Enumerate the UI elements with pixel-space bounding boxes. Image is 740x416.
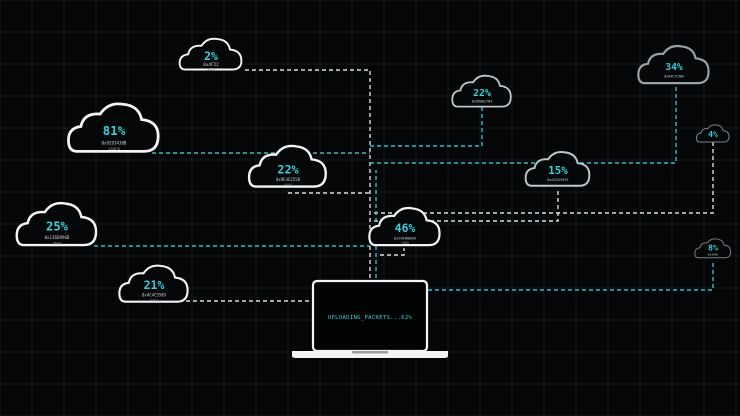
cloud-address: 0x4C4C5589 bbox=[142, 293, 167, 298]
cloud-node-34[interactable]: 34% 0xA4C7C90A bbox=[637, 44, 710, 85]
cloud-percent: 15% bbox=[548, 164, 568, 177]
laptop-base bbox=[292, 351, 448, 358]
cloud-node-4[interactable]: 4% bbox=[695, 124, 730, 143]
cloud-address: 0xA4C7C90A bbox=[664, 75, 684, 79]
cloud-sub: 2A0FB bbox=[108, 146, 120, 151]
cloud-percent: 2% bbox=[204, 49, 218, 63]
cloud-address: 0x3A4E bbox=[708, 253, 718, 257]
wire-34 bbox=[370, 84, 677, 164]
cloud-node-8[interactable]: 8% 0x3A4E bbox=[694, 238, 732, 259]
cloud-percent: 22% bbox=[277, 163, 299, 177]
cloud-address: 0x9293430B bbox=[102, 140, 127, 145]
cloud-percent: 81% bbox=[103, 123, 126, 138]
wire-22b bbox=[370, 106, 483, 147]
laptop-notch bbox=[352, 351, 388, 354]
wire-46 bbox=[380, 248, 405, 256]
cloud-node-22b[interactable]: 22% 0x9D0027B4 bbox=[451, 74, 512, 108]
cloud-node-21[interactable]: 21% 0x4C4C5589 F7A4 bbox=[118, 264, 189, 303]
cloud-outline bbox=[695, 124, 730, 143]
cloud-outline bbox=[368, 206, 441, 247]
cloud-node-46[interactable]: 46% 0x93F8B8A9 C00A bbox=[368, 206, 441, 247]
cloud-nodes: 2% 0x4F22 #35 81% 0x9293430B 2A0FB 22% 0… bbox=[15, 37, 732, 303]
cloud-outline bbox=[15, 201, 98, 247]
cloud-address: 0x93F8B8A9 bbox=[394, 237, 416, 241]
cloud-outline bbox=[694, 238, 732, 259]
cloud-address: 0x4332593F bbox=[547, 178, 568, 182]
cloud-sub: F7A4 bbox=[150, 298, 158, 302]
cloud-address: 0x9D0027B4 bbox=[472, 100, 493, 104]
cloud-sub: 3F88 bbox=[53, 241, 62, 245]
cloud-outline bbox=[118, 264, 189, 303]
cloud-sub: C00A bbox=[401, 241, 409, 245]
cloud-outline bbox=[178, 37, 243, 71]
cloud-sub: 44A0 bbox=[284, 183, 293, 187]
wire-4 bbox=[374, 142, 714, 214]
cloud-address: 0x9E4E2558 bbox=[276, 177, 301, 182]
cloud-percent: 34% bbox=[665, 62, 683, 73]
cloud-node-22a[interactable]: 22% 0x9E4E2558 44A0 bbox=[247, 144, 327, 188]
wire-15 bbox=[374, 188, 559, 222]
cloud-node-81[interactable]: 81% 0x9293430B 2A0FB bbox=[67, 102, 160, 153]
cloud-percent: 46% bbox=[395, 221, 416, 235]
cloud-percent: 8% bbox=[708, 243, 718, 253]
cloud-outline bbox=[67, 102, 160, 153]
laptop[interactable]: UPLOADING_PACKETS...62% bbox=[292, 279, 448, 358]
cloud-outline bbox=[524, 151, 591, 187]
upload-status-text: UPLOADING_PACKETS...62% bbox=[328, 315, 413, 321]
cloud-address: 0x4F22 bbox=[203, 62, 219, 68]
cloud-node-2[interactable]: 2% 0x4F22 #35 bbox=[178, 37, 243, 72]
cloud-percent: 22% bbox=[473, 88, 491, 99]
cloud-percent: 25% bbox=[46, 219, 69, 233]
wire-8 bbox=[428, 260, 714, 291]
cloud-percent: 21% bbox=[144, 278, 165, 292]
cloud-sub: #35 bbox=[208, 66, 215, 71]
cloud-node-15[interactable]: 15% 0x4332593F bbox=[524, 151, 591, 187]
cloud-outline bbox=[637, 44, 710, 85]
cloud-node-25[interactable]: 25% 0x136D996D 3F88 bbox=[15, 201, 98, 247]
cloud-outline bbox=[247, 144, 327, 188]
cloud-outline bbox=[451, 74, 512, 108]
cloud-percent: 4% bbox=[708, 130, 718, 139]
network-wires bbox=[94, 69, 714, 302]
cloud-address: 0x136D996D bbox=[45, 235, 70, 240]
